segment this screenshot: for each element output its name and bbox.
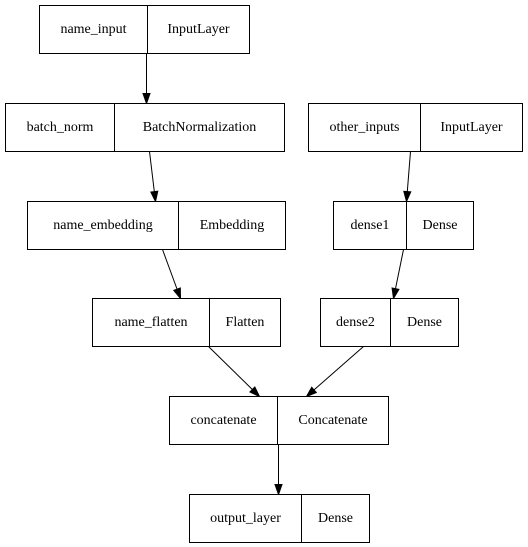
node-name-embedding: name_embedding Embedding [27, 201, 286, 250]
edge-dense1-to-dense2 [391, 249, 404, 300]
node-output-layer: output_layer Dense [189, 494, 370, 543]
edge-batch-norm-to-name-embedding [149, 151, 159, 204]
node-other-inputs: other_inputs InputLayer [308, 103, 523, 152]
node-name-label: name_flatten [114, 315, 187, 330]
arrowhead-icon [249, 386, 261, 398]
node-dense2: dense2 Dense [320, 298, 459, 347]
edge-name-embedding-to-name-flatten [162, 249, 182, 300]
arrowhead-icon [142, 93, 151, 106]
node-name-label: name_embedding [53, 218, 153, 233]
edge-other-inputs-to-dense1 [403, 151, 412, 204]
node-concatenate: concatenate Concatenate [169, 396, 389, 445]
node-name-label: output_layer [210, 511, 281, 526]
node-box [27, 201, 286, 250]
node-type-label: Flatten [226, 315, 265, 330]
node-name-label: batch_norm [27, 120, 94, 135]
arrowhead-icon [172, 287, 182, 300]
node-batch-norm: batch_norm BatchNormalization [5, 103, 285, 152]
arrowhead-icon [150, 190, 159, 204]
node-box [92, 298, 281, 347]
arrowhead-icon [391, 287, 400, 300]
node-type-label: Dense [407, 315, 442, 330]
edge-line [406, 151, 411, 192]
arrowhead-icon [403, 190, 412, 204]
edge-name-flatten-to-concatenate [208, 346, 261, 398]
node-type-label: Embedding [200, 218, 265, 233]
edge-line [162, 249, 178, 290]
edge-line [208, 346, 253, 390]
node-type-label: BatchNormalization [143, 120, 257, 135]
node-type-label: Dense [318, 511, 353, 526]
edge-line [395, 249, 404, 289]
node-dense1: dense1 Dense [333, 201, 474, 250]
node-box [189, 494, 370, 543]
node-name-label: name_input [60, 22, 126, 37]
node-type-label: Dense [423, 218, 458, 233]
edge-concatenate-to-output-layer [274, 444, 283, 497]
edges-layer [142, 53, 412, 497]
arrowhead-icon [305, 386, 318, 398]
node-box [169, 396, 389, 445]
arrowhead-icon [274, 484, 283, 497]
node-name-flatten: name_flatten Flatten [92, 298, 281, 347]
node-name-label: dense1 [351, 218, 390, 233]
node-box [39, 5, 250, 54]
node-box [333, 201, 474, 250]
node-box [320, 298, 459, 347]
node-box [308, 103, 523, 152]
edge-dense2-to-concatenate [305, 346, 364, 398]
node-name-label: concatenate [190, 413, 256, 428]
node-type-label: Concatenate [298, 413, 367, 428]
node-type-label: InputLayer [167, 22, 230, 37]
node-name-label: other_inputs [330, 120, 400, 135]
node-box [5, 103, 285, 152]
node-type-label: InputLayer [440, 120, 503, 135]
edge-line [149, 151, 155, 192]
node-name-label: dense2 [336, 315, 375, 330]
edge-name-input-to-batch-norm [142, 53, 151, 106]
node-name-input: name_input InputLayer [39, 5, 250, 54]
edge-line [313, 346, 364, 391]
